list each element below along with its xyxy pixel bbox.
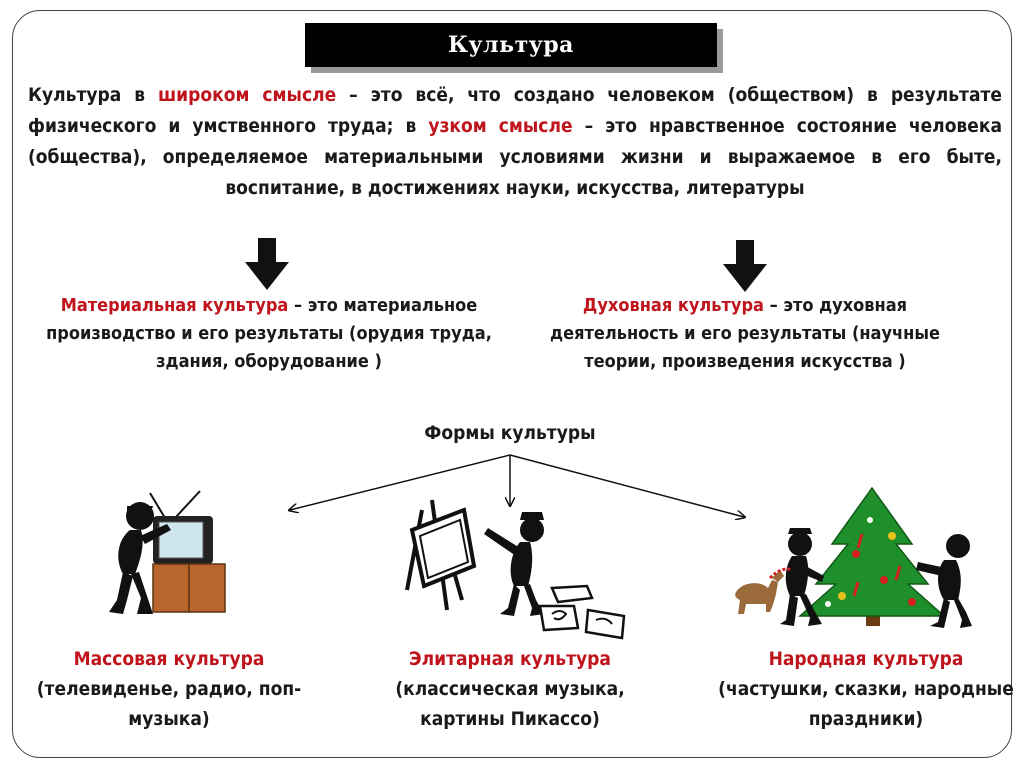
spiritual-culture-description: – это духовная деятельность и его резуль… <box>550 295 940 372</box>
folk-culture-name: Народная культура <box>768 648 964 670</box>
slide-title: Культура <box>305 23 717 67</box>
definition-text-3: – это нравственное состояние человека (о… <box>28 115 1002 199</box>
culture-definition: Культура в широком смысле – это всё, что… <box>28 80 1002 204</box>
arrow-to-mass-culture <box>290 454 511 510</box>
definition-text-1: Культура в <box>28 84 158 106</box>
definition-text-2: – это всё, что создано человеком (общест… <box>28 84 1003 137</box>
people-decorating-christmas-tree-icon <box>735 486 972 628</box>
elite-culture-label: Элитарная культура (классическая музыка,… <box>360 644 660 734</box>
folk-culture-examples: (частушки, сказки, народные праздники) <box>718 678 1014 730</box>
elite-culture-examples: (классическая музыка, картины Пикассо) <box>395 678 625 730</box>
mass-culture-label: Массовая культура (телевиденье, радио, п… <box>4 644 334 734</box>
spiritual-culture-block: Духовная культура – это духовная деятель… <box>520 292 970 376</box>
forms-title: Формы культуры <box>424 422 596 444</box>
mass-culture-name: Массовая культура <box>73 648 265 670</box>
arrow-to-folk-culture <box>509 454 744 517</box>
material-culture-name: Материальная культура <box>60 295 289 316</box>
arrow-down-icon <box>723 240 767 292</box>
mass-culture-examples: (телевиденье, радио, поп-музыка) <box>36 678 302 730</box>
spiritual-culture-name: Духовная культура <box>582 295 764 316</box>
material-culture-block: Материальная культура – это материальное… <box>14 292 524 376</box>
person-watching-tv-icon <box>109 490 226 614</box>
slide-frame <box>12 10 1012 758</box>
narrow-sense-term: узком смысле <box>428 115 573 137</box>
broad-sense-term: широком смысле <box>158 84 337 106</box>
folk-culture-label: Народная культура (частушки, сказки, нар… <box>716 644 1016 734</box>
elite-culture-name: Элитарная культура <box>409 648 611 670</box>
artist-painting-easel-icon <box>405 499 626 640</box>
material-culture-description: – это материальное производство и его ре… <box>46 295 492 372</box>
arrow-down-icon <box>245 238 289 290</box>
